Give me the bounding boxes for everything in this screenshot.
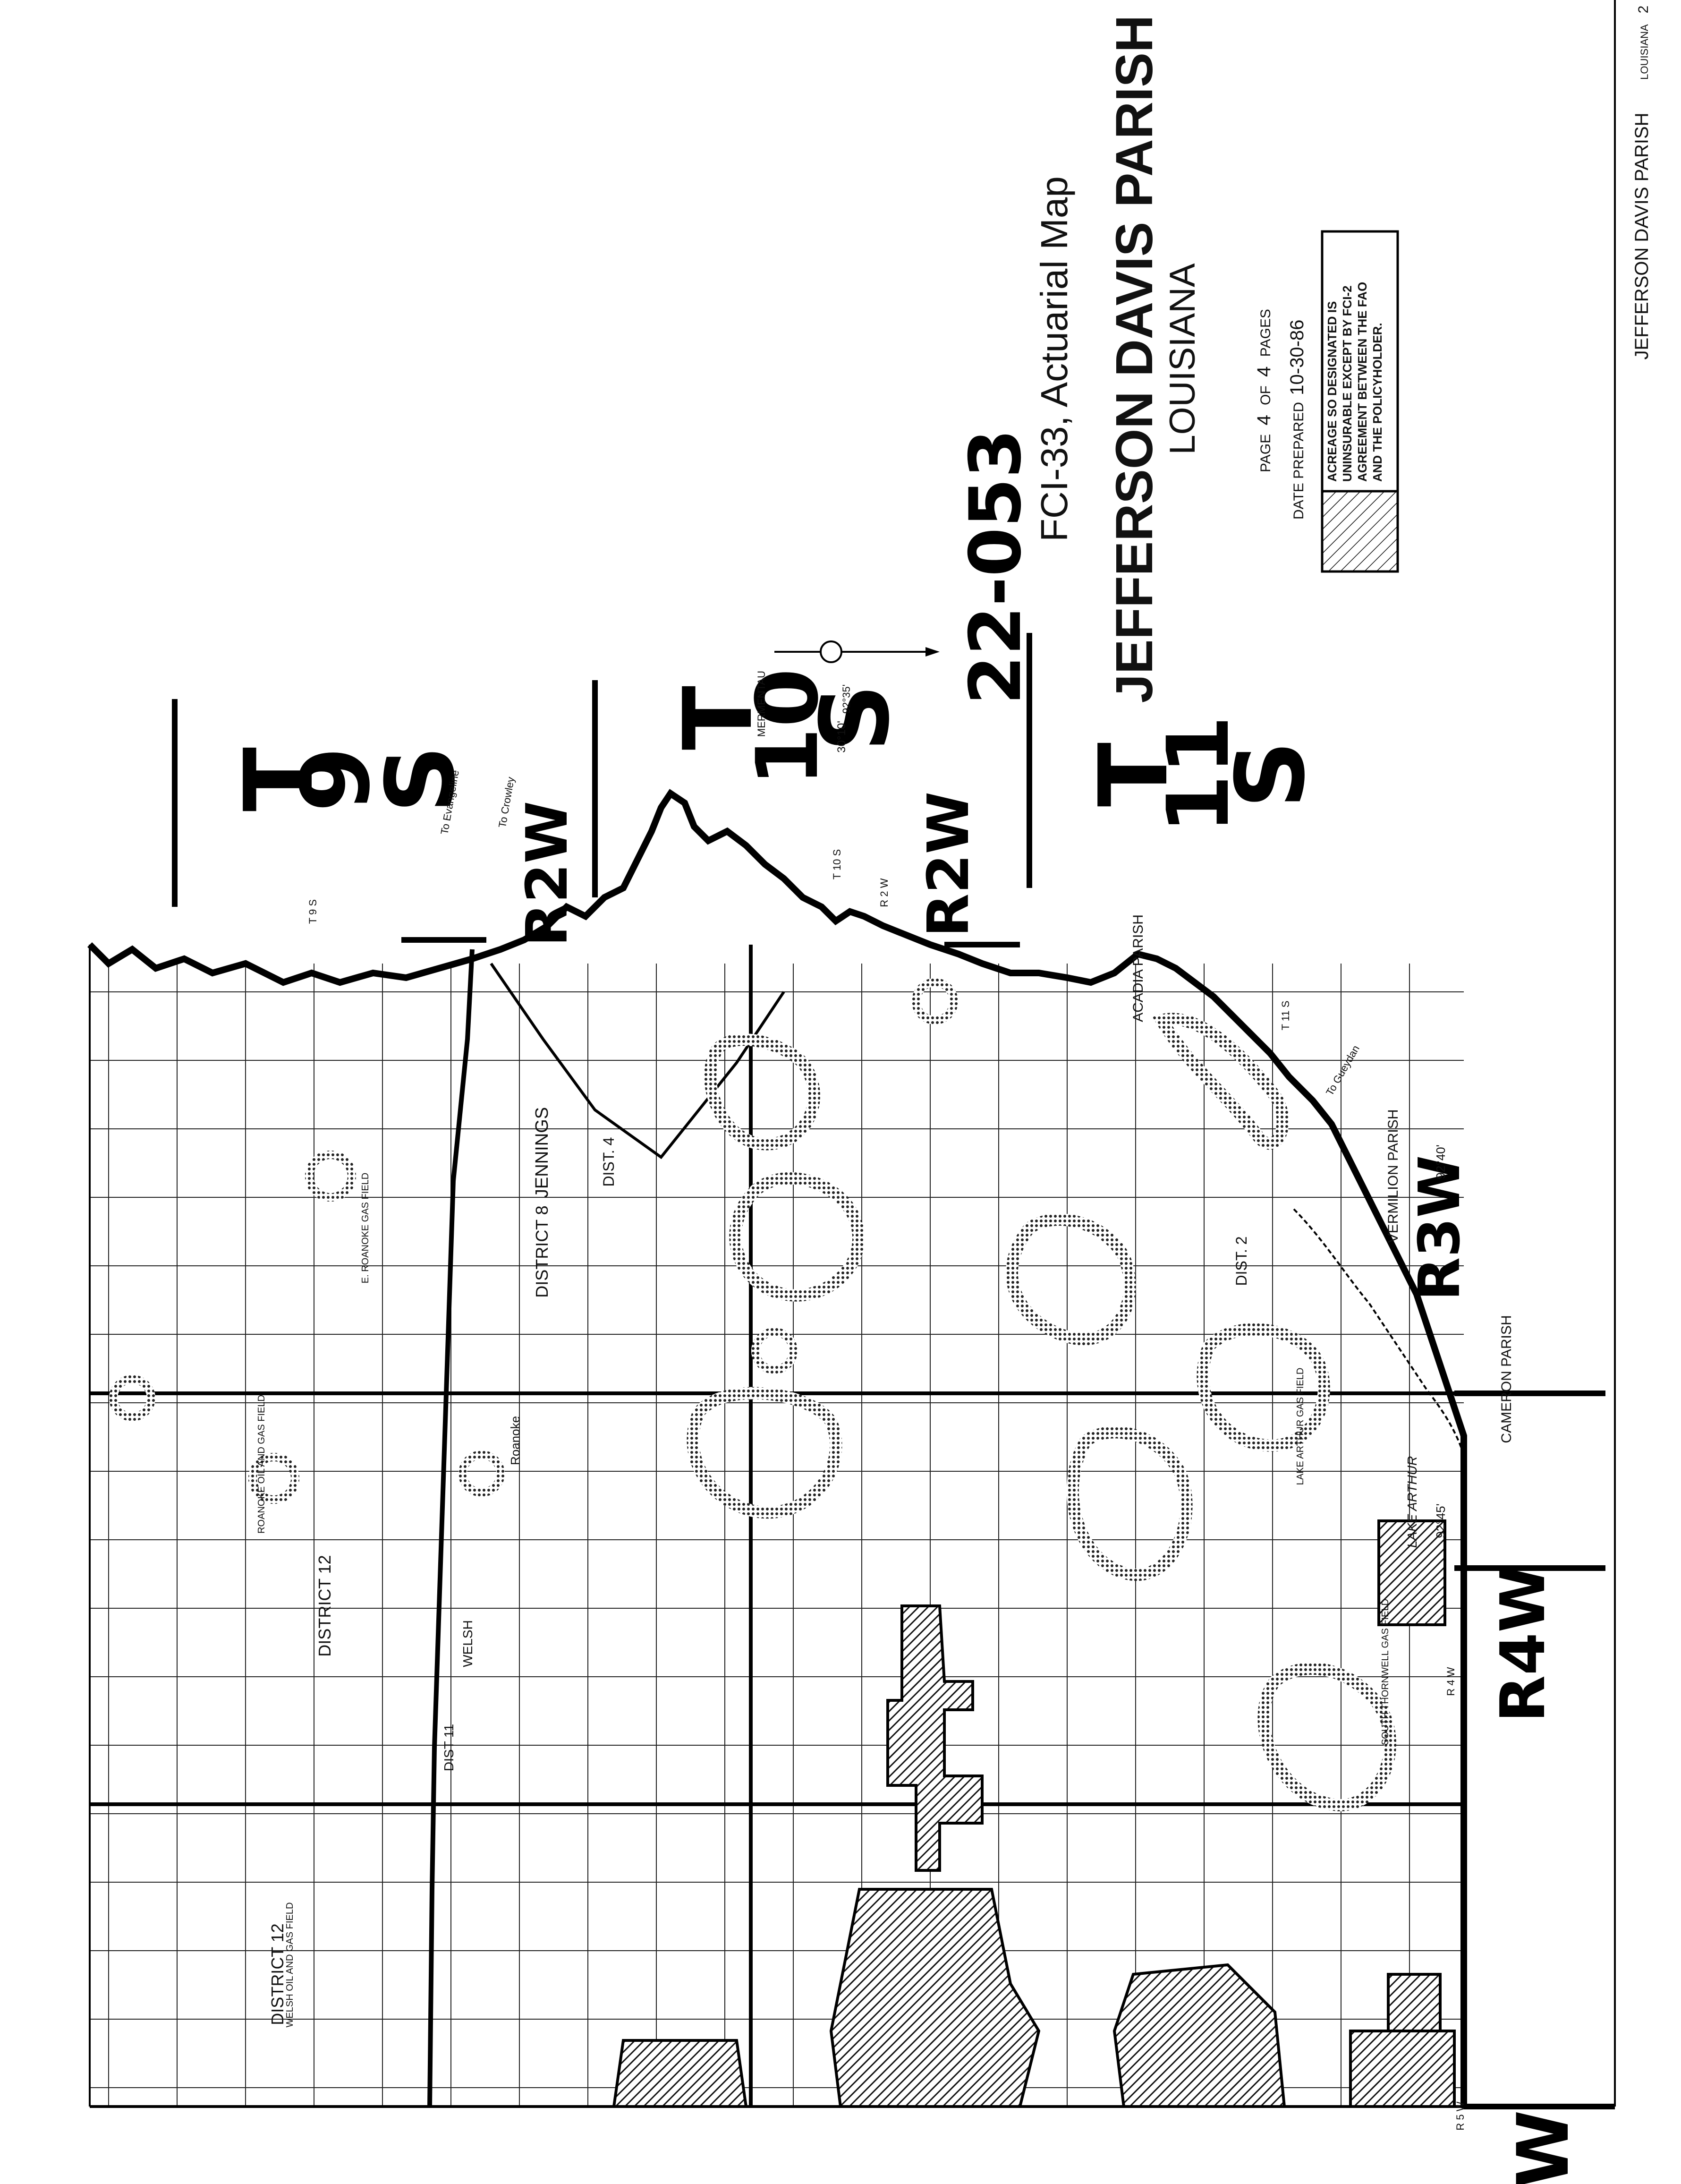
label-dist-11: DIST 11 bbox=[441, 1724, 456, 1771]
hw-r3w: R3W bbox=[1407, 1155, 1473, 1301]
label-t9s: T 9 S bbox=[307, 899, 319, 924]
date-label: DATE PREPARED bbox=[1291, 402, 1307, 520]
svg-text:AGREEMENT BETWEEN THE FAO: AGREEMENT BETWEEN THE FAO bbox=[1355, 282, 1369, 482]
hw-t11-number: 11 bbox=[1149, 716, 1248, 834]
label-lat: 30°10' bbox=[835, 721, 848, 753]
edge-page-mark: 2 bbox=[1636, 6, 1651, 14]
label-dist-12-b: DISTRICT 12 bbox=[268, 1923, 287, 2025]
place-labels: ACADIA PARISH VERMILION PARISH CAMERON P… bbox=[256, 671, 1514, 2131]
hw-t9: T bbox=[224, 747, 334, 811]
hw-r4w: R4W bbox=[1487, 1565, 1559, 1723]
parish-title: JEFFERSON DAVIS PARISH bbox=[1105, 15, 1163, 703]
label-mermentau: MERMENTAU bbox=[756, 671, 767, 737]
page-label: PAGE bbox=[1258, 434, 1273, 472]
page-suffix: PAGES bbox=[1258, 309, 1273, 357]
highway-90 bbox=[490, 963, 785, 1160]
label-lake-arthur-gas: LAKE ARTHUR GAS FIELD bbox=[1295, 1368, 1306, 1485]
label-lake-arthur: LAKE ARTHUR bbox=[1405, 1456, 1419, 1548]
label-r2w: R 2 W bbox=[878, 878, 890, 907]
edge-state: LOUISIANA bbox=[1639, 24, 1650, 80]
label-roanoke-gas: E. ROANOKE GAS FIELD bbox=[360, 1173, 371, 1284]
label-t10s: T 10 S bbox=[831, 849, 843, 879]
hw-t9-s: S bbox=[366, 745, 476, 813]
page-of: OF bbox=[1258, 385, 1273, 405]
label-jennings: JENNINGS bbox=[532, 1107, 552, 1198]
label-to-crowley: To Crowley bbox=[496, 776, 517, 829]
parish-boundary bbox=[87, 789, 1467, 2107]
lake-arthur-shore bbox=[1293, 1208, 1465, 1455]
map-type: FCI-33, Actuarial Map bbox=[1033, 176, 1075, 542]
legend-box bbox=[1321, 230, 1399, 573]
label-dist-2: DIST. 2 bbox=[1233, 1237, 1250, 1286]
label-long-9245: 92°45' bbox=[1434, 1503, 1448, 1538]
label-roanoke-oil: ROANOKE OIL AND GAS FIELD bbox=[256, 1395, 267, 1534]
label-t11s: T 11 S bbox=[1280, 1001, 1291, 1031]
hw-r2w-b: R2W bbox=[916, 792, 982, 937]
field-outlines bbox=[687, 1013, 1396, 1811]
label-welsh-gas: WELSH OIL AND GAS FIELD bbox=[285, 1902, 295, 2028]
highway-i10 bbox=[427, 949, 475, 2107]
edge-parish: JEFFERSON DAVIS PARISH bbox=[1631, 112, 1652, 359]
legend-swatch bbox=[1321, 490, 1399, 573]
range-lines bbox=[90, 945, 1464, 2107]
state-title: LOUISIANA bbox=[1163, 263, 1203, 455]
label-acadia: ACADIA PARISH bbox=[1130, 914, 1146, 1022]
label-to-gueydan: To Gueydan bbox=[1324, 1043, 1362, 1098]
north-arrow-icon bbox=[774, 640, 940, 663]
hw-t11-s: S bbox=[1216, 741, 1326, 809]
label-r5w: R 5 W bbox=[1454, 2101, 1466, 2130]
label-long-9235: 92°35' bbox=[840, 684, 852, 714]
map-number: 22-053 bbox=[955, 429, 1037, 705]
label-welsh: WELSH bbox=[460, 1620, 475, 1667]
hw-t9-number: 9 bbox=[281, 746, 391, 812]
hw-r2w-a: R2W bbox=[515, 801, 580, 947]
svg-text:UNINSURABLE EXCEPT BY FCI-2: UNINSURABLE EXCEPT BY FCI-2 bbox=[1340, 285, 1354, 482]
page-number: 4 bbox=[1254, 415, 1274, 425]
legend-text: ACREAGE SO DESIGNATED IS UNINSURABLE EXC… bbox=[1325, 282, 1384, 482]
label-vermilion: VERMILION PARISH bbox=[1385, 1109, 1401, 1243]
label-dist-4: DIST. 4 bbox=[600, 1137, 617, 1187]
hw-t11: T bbox=[1079, 742, 1189, 807]
label-dist-12-a: DISTRICT 12 bbox=[315, 1555, 334, 1656]
svg-text:ACREAGE SO DESIGNATED IS: ACREAGE SO DESIGNATED IS bbox=[1325, 301, 1339, 482]
label-dist-8: DISTRICT 8 bbox=[532, 1205, 552, 1297]
svg-text:PAGE 4 OF 4: PAGE 4 OF 4 PAGES bbox=[1254, 309, 1274, 472]
svg-text:AND THE POLICYHOLDER.: AND THE POLICYHOLDER. bbox=[1370, 323, 1384, 482]
label-roanoke: Roanoke bbox=[508, 1416, 522, 1465]
label-cameron: CAMERON PARISH bbox=[1499, 1315, 1514, 1443]
date-value: 10-30-86 bbox=[1287, 320, 1307, 395]
hw-t10-number: 10 bbox=[739, 668, 837, 787]
hw-t10: T bbox=[663, 686, 773, 750]
township-lines bbox=[172, 633, 1615, 2109]
label-s-thornwell: SOUTH THORNWELL GAS FIELD bbox=[1380, 1599, 1391, 1745]
hw-t10-s: S bbox=[800, 684, 910, 752]
field-circles bbox=[109, 978, 958, 1504]
uninsurable-areas bbox=[612, 1519, 1456, 2108]
label-r4w: R 4 W bbox=[1445, 1667, 1457, 1696]
label-long-9240: 92°40' bbox=[1434, 1144, 1448, 1179]
svg-text:DATE PREPARED 10-30-86: DATE PREPARED 10-30-86 bbox=[1287, 320, 1307, 520]
page-total: 4 bbox=[1254, 367, 1274, 377]
hw-r5w: W bbox=[1503, 2110, 1585, 2184]
